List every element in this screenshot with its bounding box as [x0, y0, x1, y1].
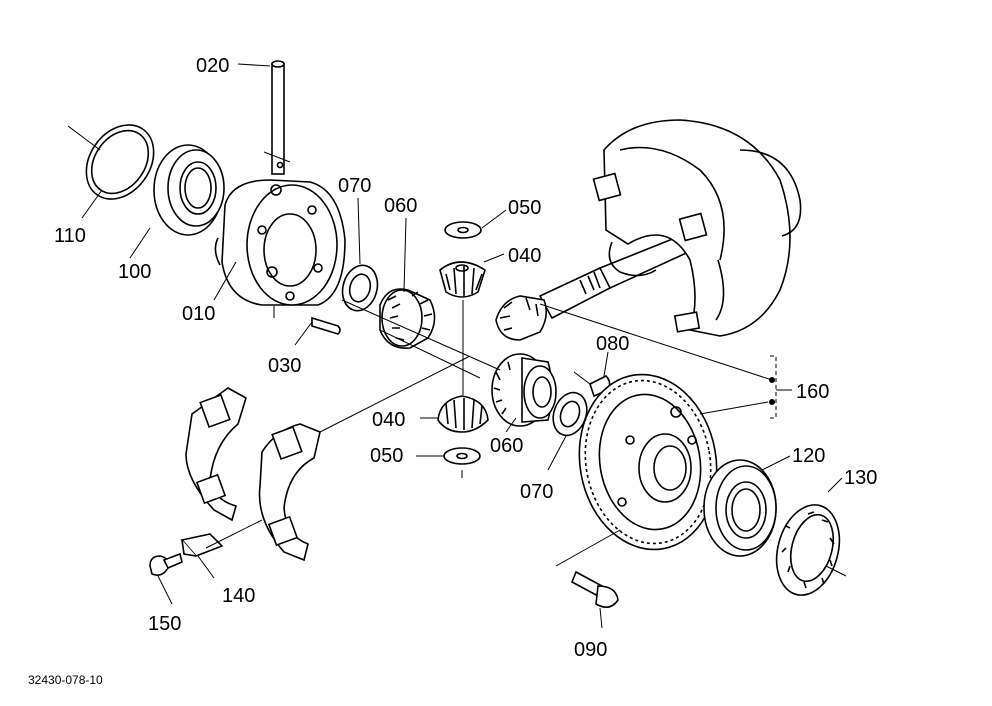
part-050-washer-bottom — [416, 447, 481, 478]
part-050-washer-top — [444, 209, 507, 239]
part-070-washer-top — [341, 197, 379, 312]
label-070-bottom: 070 — [520, 481, 553, 503]
part-150-cap-screw — [149, 552, 183, 605]
part-160-bracket — [769, 355, 792, 419]
part-040-pinion-top — [439, 253, 505, 298]
label-150: 150 — [148, 613, 181, 635]
label-160: 160 — [796, 381, 829, 403]
label-100: 100 — [118, 261, 151, 283]
label-090: 090 — [574, 639, 607, 661]
label-070-top: 070 — [338, 175, 371, 197]
part-100-bearing — [129, 144, 225, 259]
part-060-side-gear-bottom — [491, 353, 557, 433]
part-120-bearing — [703, 455, 791, 557]
part-070-washer-bottom — [547, 391, 588, 471]
bearing-cap-right — [258, 355, 471, 562]
part-140-lock-plate — [180, 519, 263, 579]
part-020-pin — [237, 60, 291, 175]
part-110-snap-ring — [67, 124, 155, 219]
bearing-cap-left — [185, 387, 247, 522]
label-040-bottom: 040 — [372, 409, 405, 431]
label-040-top: 040 — [508, 245, 541, 267]
part-130-lock-nut — [775, 477, 847, 596]
label-030: 030 — [268, 355, 301, 377]
ring-gear — [578, 373, 769, 551]
label-050-top: 050 — [508, 197, 541, 219]
reference-lines — [341, 299, 773, 381]
label-050-bottom: 050 — [370, 445, 403, 467]
part-030-small-pin — [294, 316, 341, 346]
label-060-bottom: 060 — [490, 435, 523, 457]
label-080: 080 — [596, 333, 629, 355]
drawing-code: 32430-078-10 — [28, 673, 103, 687]
part-040-pinion-bottom — [420, 395, 489, 433]
label-140: 140 — [222, 585, 255, 607]
label-110: 110 — [54, 225, 86, 247]
label-120: 120 — [792, 445, 825, 467]
part-090-bolt — [555, 529, 621, 629]
label-060-top: 060 — [384, 195, 417, 217]
label-010: 010 — [182, 303, 215, 325]
label-130: 130 — [844, 467, 877, 489]
housing — [592, 119, 802, 337]
label-020: 020 — [196, 55, 229, 77]
part-010-differential-case — [213, 179, 346, 318]
